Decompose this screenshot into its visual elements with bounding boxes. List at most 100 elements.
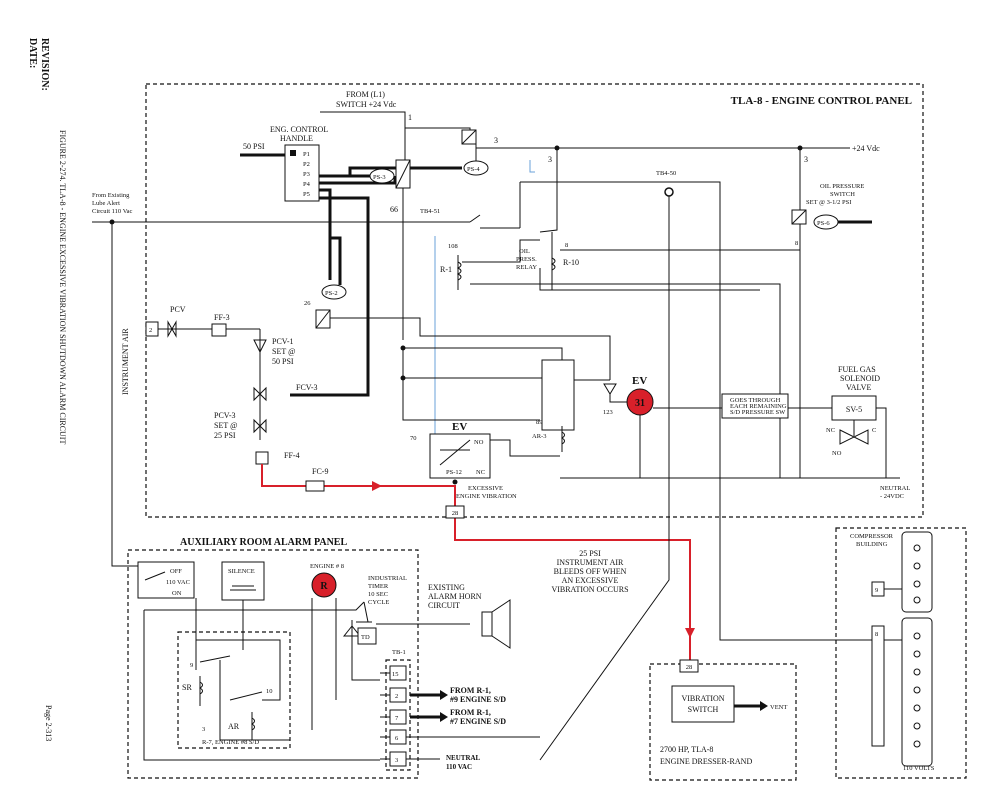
- sr-label: SR: [182, 683, 192, 692]
- handle-label-1: ENG. CONTROL: [270, 125, 328, 134]
- timer-label-4: CYCLE: [368, 599, 389, 606]
- fc9-label: FC-9: [312, 467, 328, 476]
- pcv-label: PCV: [170, 305, 186, 314]
- compressor-title-2: BUILDING: [856, 541, 888, 548]
- wire-num-66: 66: [390, 205, 398, 214]
- page-number: Page 2-313: [44, 705, 53, 741]
- wire-num-3c: 3: [804, 155, 808, 164]
- aux-wire-10: 10: [266, 688, 273, 695]
- neutral-label-2: - 24VDC: [880, 493, 904, 500]
- wire-num-108: 108: [448, 243, 458, 250]
- from-l1-label-2: SWITCH +24 Vdc: [336, 100, 397, 109]
- pcv3-label-1: PCV-3: [214, 411, 236, 420]
- port-p4: P4: [303, 181, 311, 188]
- tb450-label: TB4-50: [656, 170, 676, 177]
- wire-num-89: 89: [536, 419, 543, 426]
- fuel-label-1: FUEL GAS: [838, 365, 876, 374]
- comp-terminal-9-label: 9: [875, 587, 878, 594]
- from-l1-label-1: FROM (L1): [346, 90, 385, 99]
- ps4-label: PS-4: [467, 166, 480, 173]
- oil-press-3: RELAY: [516, 264, 537, 271]
- lube-label-3: Circuit 110 Vac: [92, 208, 133, 215]
- tb1-term-15: 15: [392, 671, 399, 678]
- engine-label-1: 2700 HP, TLA-8: [660, 745, 713, 754]
- pcv3-label-2: SET @: [214, 421, 237, 430]
- ps3-switch: [369, 168, 395, 184]
- aux-wire-9: 9: [190, 662, 193, 669]
- ps6-label: PS-6: [817, 220, 830, 227]
- terminal-28-top: [445, 505, 465, 519]
- bleed-line-2: INSTRUMENT AIR: [557, 558, 624, 567]
- from-r1-9-line-1: FROM R-1,: [450, 686, 491, 695]
- instrument-air-label: INSTRUMENT AIR: [121, 328, 130, 395]
- tb1-term-3: 3: [395, 757, 398, 764]
- wire-num-3b: 3: [548, 155, 552, 164]
- pcv1-label-1: PCV-1: [272, 337, 294, 346]
- ev-switch-box: [429, 433, 491, 479]
- sv-c-label: C: [872, 427, 876, 434]
- r1-label: R-1: [440, 265, 452, 274]
- r7-label: R-7, ENGINE #8 S/D: [202, 739, 259, 746]
- from-r1-7-line-2: #7 ENGINE S/D: [450, 717, 506, 726]
- fcv3-label: FCV-3: [296, 383, 318, 392]
- aux-vac-label: 110 VAC: [166, 579, 190, 586]
- r7-relay-box: [177, 631, 291, 749]
- engine8-lamp-r: R: [320, 581, 328, 592]
- td-relay: [357, 627, 377, 645]
- aux-neutral-1: NEUTRAL: [446, 754, 481, 762]
- aux-off-label: OFF: [170, 568, 182, 575]
- engine8-label: ENGINE # 8: [310, 563, 344, 570]
- aux-panel-title: AUXILIARY ROOM ALARM PANEL: [180, 537, 347, 548]
- port-p1: P1: [303, 151, 310, 158]
- goes-label-3: S/D PRESSURE SW: [730, 409, 786, 416]
- handle-psi: 50 PSI: [243, 142, 265, 151]
- ff4-label: FF-4: [284, 451, 300, 460]
- ops-label-2: SWITCH: [830, 191, 855, 198]
- ops-label-1: OIL PRESSURE: [820, 183, 864, 190]
- sv5-label: SV-5: [846, 405, 862, 414]
- ev-lamp-label: EV: [632, 375, 647, 387]
- fuel-label-2: SOLENOID: [840, 374, 880, 383]
- comp-volts-label: 110 VOLTS: [903, 765, 935, 772]
- silence-button[interactable]: [221, 561, 265, 601]
- neutral-label-1: NEUTRAL: [880, 485, 910, 492]
- tb1-term-6: 6: [395, 735, 399, 742]
- vibration-switch-label-1: VIBRATION: [681, 694, 724, 703]
- lube-label-2: Lube Alert: [92, 200, 120, 207]
- alarm-horn: [481, 611, 493, 637]
- lube-label-1: From Existing: [92, 192, 130, 199]
- pcv1-label-3: 50 PSI: [272, 357, 294, 366]
- ev-switch-label: EV: [452, 421, 467, 433]
- ff3-label: FF-3: [214, 313, 230, 322]
- ps2-label: PS-2: [325, 290, 338, 297]
- aux-power-switch[interactable]: [137, 561, 195, 599]
- port-p3: P3: [303, 171, 310, 178]
- timer-label-1: INDUSTRIAL: [368, 575, 407, 582]
- engine-label-2: ENGINE DRESSER-RAND: [660, 757, 752, 766]
- ps2-switch: [321, 284, 347, 300]
- bleed-line-1: 25 PSI: [579, 549, 601, 558]
- pcv1-label-2: SET @: [272, 347, 295, 356]
- tb1-term-2: 2: [395, 693, 398, 700]
- wire-num-8b: 8: [795, 240, 798, 247]
- ev-lamp-number: 31: [635, 398, 645, 409]
- aux-wire-3: 3: [202, 726, 205, 733]
- bleed-line-3: BLEEDS OFF WHEN: [554, 567, 627, 576]
- revision-label: REVISION:: [39, 38, 50, 91]
- sv-nc-label: NC: [826, 427, 835, 434]
- goes-label-1: GOES THROUGH: [730, 397, 781, 404]
- terminal-28-bottom: [679, 659, 699, 673]
- tb451-label: TB4-51: [420, 208, 440, 215]
- wire-num-123: 123: [603, 409, 613, 416]
- ev-nc-label: NC: [476, 469, 485, 476]
- engine-control-handle: [284, 144, 320, 202]
- wire-num-3a: 3: [494, 136, 498, 145]
- date-label: DATE:: [27, 38, 38, 68]
- figure-title: FIGURE 2-274. TLA-8 - ENGINE EXCESSIVE V…: [58, 130, 67, 444]
- vent-label: VENT: [770, 704, 787, 711]
- terminal-28-bottom-label: 28: [686, 664, 693, 671]
- wire-num-70: 70: [410, 435, 417, 442]
- bleed-line-4: AN EXCESSIVE: [562, 576, 619, 585]
